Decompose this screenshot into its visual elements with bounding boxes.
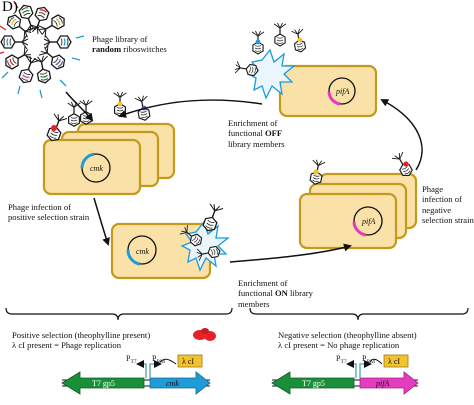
negative-strain-lysis <box>233 22 378 118</box>
lambda-ci-label-positive: λ cI <box>182 357 194 366</box>
pt7-label-negative: PT7 <box>336 354 347 365</box>
negative-infection-label: Phage infection of negative selection st… <box>422 184 474 226</box>
enrichment-off-label: Enrichment of functional OFF library mem… <box>228 118 285 149</box>
cmk-gene-label: cmk <box>166 379 179 388</box>
negative-selection-caption: Negative selection (theophylline absent)… <box>278 330 417 351</box>
selection-brackets <box>5 307 469 321</box>
prm-label-negative: PRM <box>362 354 375 365</box>
cmk-plasmid-label-top: cmk <box>90 164 103 173</box>
panel-letter: D) <box>2 0 18 15</box>
positive-strain-lysis <box>110 202 230 280</box>
pifa-plasmid-label-top: pifA <box>335 87 349 96</box>
pifa-gene-label: pifA <box>375 379 389 388</box>
cmk-plasmid-label-bottom: cmk <box>136 247 149 256</box>
phages-on-positive-cells <box>44 91 152 144</box>
pifa-plasmid-label-right: pifA <box>361 217 375 226</box>
negative-gene-cassette <box>271 354 419 395</box>
cycle-arrows <box>65 91 423 263</box>
phage-library-label: Phage library of random riboswitches <box>92 34 167 55</box>
negative-strain-cells <box>298 150 418 250</box>
prm-label-positive: PRM <box>152 354 165 365</box>
phage-library-ring <box>0 1 85 99</box>
positive-infection-label: Phage infection of positive selection st… <box>8 202 90 223</box>
pt7-label-positive: PT7 <box>126 354 137 365</box>
theophylline-molecule <box>193 328 216 341</box>
positive-gene-cassette <box>61 354 211 395</box>
positive-selection-caption: Positive selection (theophylline present… <box>12 330 151 351</box>
enrichment-on-label: Enrichment of functional ON library memb… <box>238 278 313 309</box>
t7gp5-label-negative: T7 gp5 <box>302 379 325 388</box>
t7gp5-label-positive: T7 gp5 <box>92 379 115 388</box>
positive-strain-cells <box>42 122 176 196</box>
lambda-ci-label-negative: λ cI <box>388 357 400 366</box>
